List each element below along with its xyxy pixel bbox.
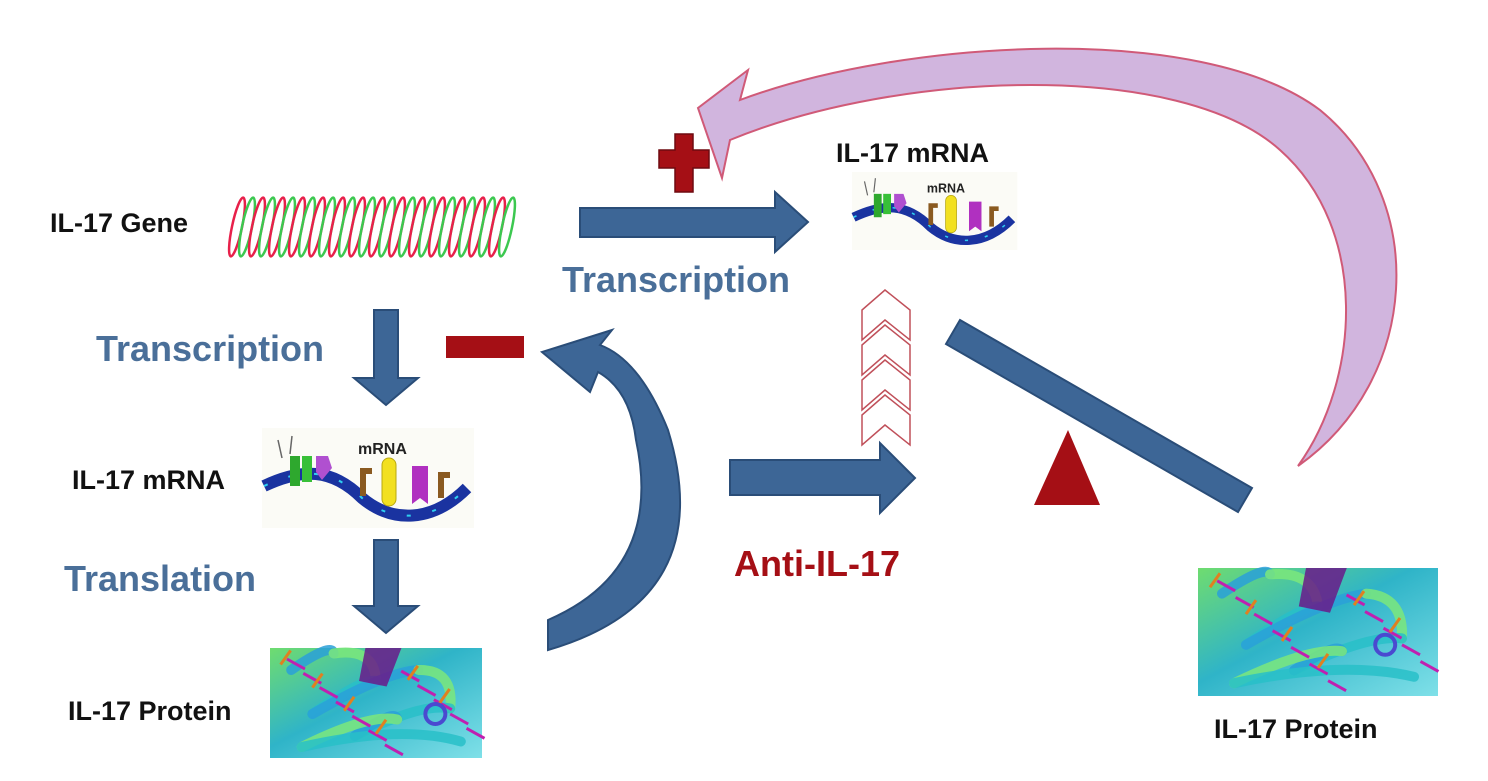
gene-label: IL-17 Gene [50,208,189,238]
protein-bond [1271,629,1292,643]
increase-chevrons-icon [861,289,911,447]
pin [863,181,869,196]
base-brown [360,468,372,496]
mrna-image-label: mRNA [358,441,407,458]
protein-bond [1216,579,1236,593]
transcription-top-label: Transcription [562,259,791,300]
chevron-icon [861,324,911,377]
protein-right-image [1198,566,1440,696]
mrna-top-label: IL-17 mRNA [836,138,990,168]
protein-bond [1244,599,1258,615]
protein-bond [342,695,356,712]
base-brown [928,203,938,226]
protein-helix [359,648,402,687]
chevron-icon [861,394,911,447]
protein-ribbon [1229,664,1419,689]
minus-icon [446,336,524,358]
protein-bond [318,686,339,699]
protein-left-label: IL-17 Protein [68,696,232,726]
protein-bond [351,714,371,728]
protein-bond [1401,643,1421,657]
protein-bond [1388,617,1402,633]
protein-bond [279,649,292,666]
base-purple [316,456,332,480]
mrna-top-image: mRNA [851,172,1018,250]
transcription-down-arrow [351,309,421,407]
translation-down-arrow [351,539,421,635]
protein-left-image [270,645,486,758]
protein-ribbon [296,729,466,752]
protein-bond [367,729,388,742]
protein-bond [1290,646,1310,659]
protein-ring [1373,632,1398,657]
protein-bond [416,684,437,697]
anti-il17-label: Anti-IL-17 [734,543,900,584]
protein-bond [465,726,486,740]
mrna-image-label: mRNA [927,181,965,195]
transcription-right-arrow [579,189,810,255]
triangle-icon [1034,430,1100,505]
chevron-icon [861,289,911,342]
pin [289,435,293,455]
mrna-backbone-marks [853,206,1013,242]
protein-bond [1308,662,1329,676]
protein-bond [286,657,306,671]
mrna-left-image: mRNA [261,428,474,528]
protein-bond [1327,679,1347,692]
base-green [883,193,891,215]
plus-icon [658,133,710,193]
protein-ribbon [1361,588,1408,644]
protein-bond [384,743,404,757]
protein-bond [1280,626,1294,642]
pin [873,178,876,193]
protein-bond [1352,590,1366,606]
base-green [873,193,882,218]
base-green [290,456,300,486]
positive-feedback-curved-arrow [696,47,1398,467]
translation-label: Translation [64,558,257,599]
transcription-left-label: Transcription [96,328,325,369]
protein-bond [311,672,324,689]
protein-bond [1345,593,1366,607]
protein-bond [1364,610,1384,623]
chevron-icon [861,359,911,412]
mrna-backbone-marks [263,472,468,517]
protein-bond [374,718,388,735]
protein-bond [335,700,355,714]
negative-feedback-curved-arrow [539,328,682,652]
base-brown [438,472,450,498]
protein-bond [1382,626,1403,640]
base-yellow [381,457,397,507]
base-magenta [969,201,982,232]
base-purple [894,193,907,213]
base-yellow [945,195,957,234]
protein-helix [1298,568,1347,613]
protein-ring [423,702,448,726]
protein-bond [1419,660,1440,673]
protein-bond [406,665,420,681]
dna-helix-icon [227,196,517,258]
protein-bond [449,712,469,726]
protein-bond [1253,612,1273,626]
base-green [302,456,312,482]
protein-right-label: IL-17 Protein [1214,714,1378,744]
protein-bond [1316,652,1330,669]
protein-bond [1208,572,1222,589]
pin [277,439,283,459]
seesaw-beam [944,318,1254,514]
anti-il17-arrow [729,440,917,516]
protein-ribbon [413,664,456,714]
base-brown [989,206,999,227]
base-magenta [412,466,428,504]
mrna-left-label: IL-17 mRNA [72,465,226,495]
dna-loop [497,196,517,258]
protein-bond [438,688,451,704]
